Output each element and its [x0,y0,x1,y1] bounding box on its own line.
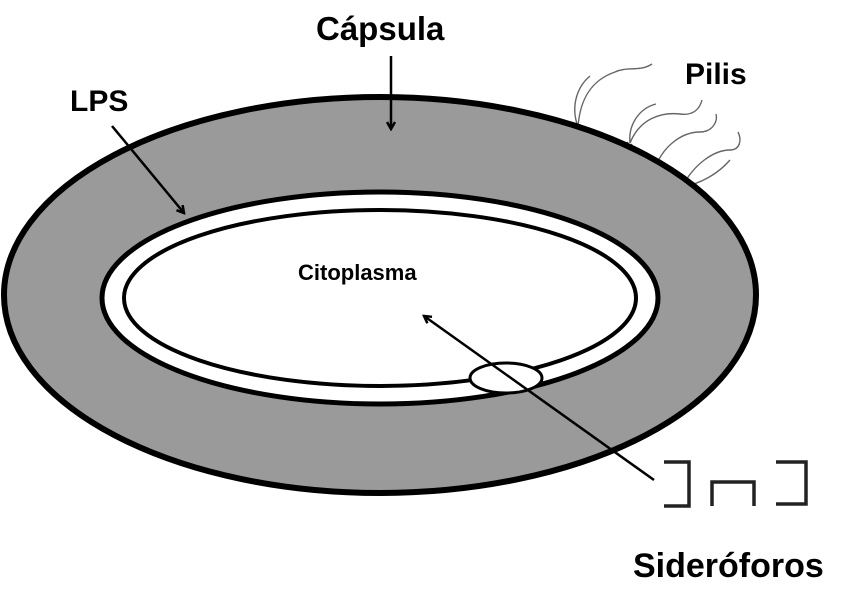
lps-label: LPS [70,87,128,117]
pilis-label: Pilis [685,60,747,90]
siderophores-group [664,462,806,506]
siderophore [776,462,806,504]
siderophore [664,462,689,506]
citoplasma-label: Citoplasma [298,262,417,284]
siderophore [712,482,754,506]
capsula-label: Cápsula [316,12,444,45]
cytoplasm [124,210,636,386]
sideroforos-label: Sideróforos [633,549,824,583]
membrane-pore [470,363,542,393]
